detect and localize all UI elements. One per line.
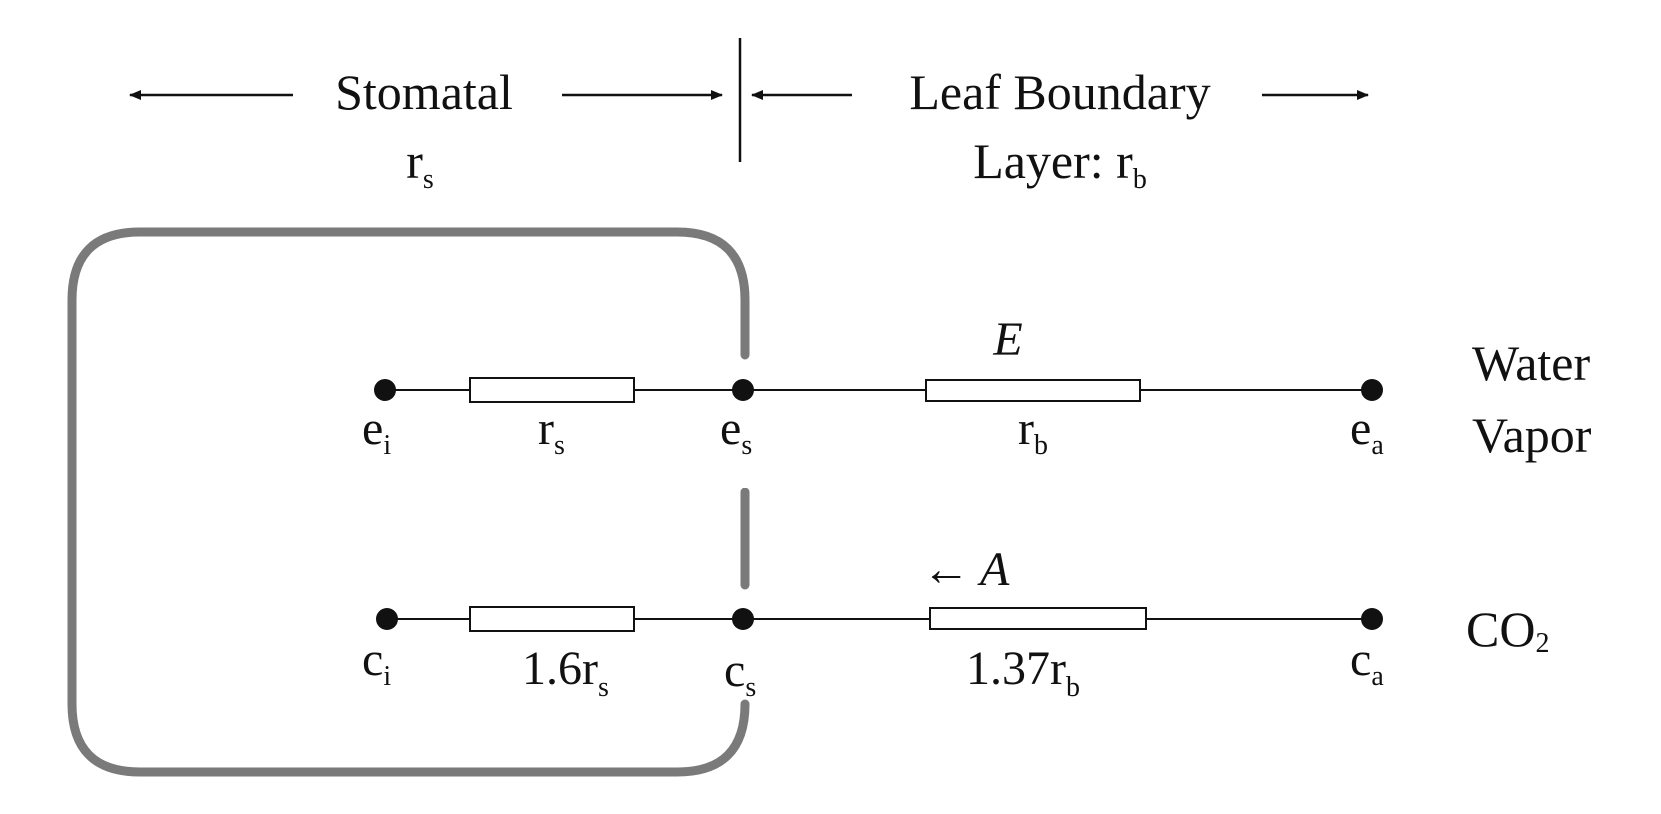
stomatal-label: Stomatal	[335, 64, 513, 120]
co2-node-internal-label: ci	[362, 633, 391, 692]
leaf-outline-upper	[67, 227, 750, 777]
assimilation-flux-label: ←A	[922, 543, 1010, 596]
transpiration-flux-label: E	[992, 313, 1022, 366]
co2-node-surface	[732, 608, 754, 630]
co2-species-label: CO2	[1466, 601, 1549, 659]
water-stomatal-resistor-label: rs	[538, 402, 565, 461]
water-node-ambient	[1361, 379, 1383, 401]
co2-stomatal-resistor-label: 1.6rs	[522, 642, 609, 703]
water-stomatal-resistor	[469, 377, 635, 403]
co2-node-internal	[376, 608, 398, 630]
co2-node-ambient-label: ca	[1350, 633, 1384, 692]
water-boundary-resistor	[925, 379, 1141, 402]
stomatal-resistance-symbol: rs	[406, 133, 434, 195]
boundary-layer-symbol: Layer: rb	[973, 133, 1147, 195]
co2-stomatal-resistor	[469, 606, 635, 632]
boundary-layer-label: Leaf Boundary	[909, 64, 1210, 120]
co2-node-ambient	[1361, 608, 1383, 630]
co2-boundary-resistor-label: 1.37rb	[966, 642, 1080, 703]
water-vapor-label-line2: Vapor	[1472, 407, 1592, 463]
water-node-ambient-label: ea	[1350, 402, 1384, 461]
water-node-internal	[374, 379, 396, 401]
water-boundary-resistor-label: rb	[1018, 402, 1048, 461]
co2-node-surface-label: cs	[724, 644, 756, 703]
water-node-surface	[732, 379, 754, 401]
water-node-internal-label: ei	[362, 402, 391, 461]
water-node-surface-label: es	[720, 402, 752, 461]
co2-boundary-resistor	[929, 607, 1147, 630]
water-vapor-label-line1: Water	[1472, 335, 1590, 391]
